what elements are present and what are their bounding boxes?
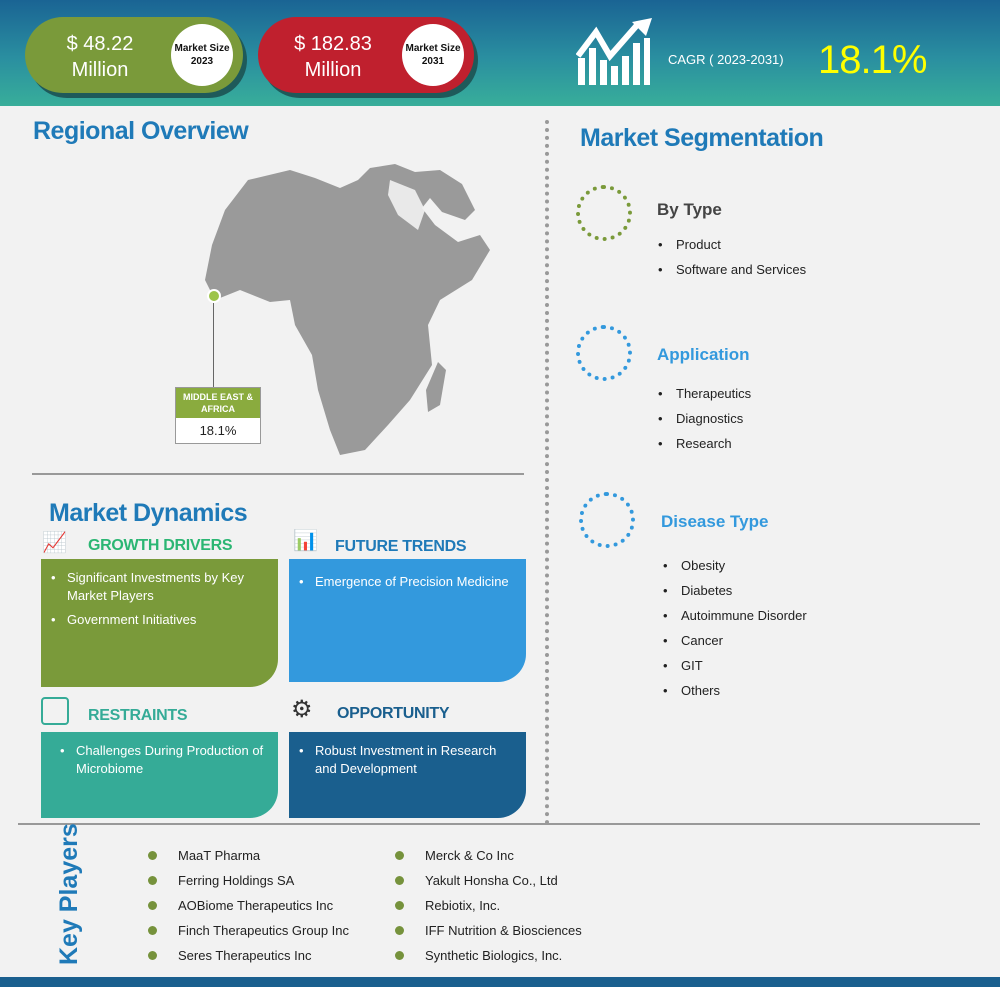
- future-trends-box: Emergence of Precision Medicine: [289, 559, 526, 682]
- application-list: Therapeutics Diagnostics Research: [658, 381, 751, 456]
- disease-type-list: Obesity Diabetes Autoimmune Disorder Can…: [663, 553, 807, 703]
- key-players-col2: Merck & Co Inc Yakult Honsha Co., Ltd Re…: [395, 843, 582, 968]
- application-title: Application: [657, 345, 750, 364]
- regional-overview-title: Regional Overview: [33, 117, 249, 145]
- growth-chart-icon: [576, 18, 652, 85]
- key-players-title: Key Players: [55, 823, 83, 965]
- list-item: Obesity: [663, 553, 807, 578]
- key-player: Merck & Co Inc: [395, 843, 582, 868]
- segmentation-title: Market Segmentation: [580, 124, 824, 152]
- key-players-col1: MaaT Pharma Ferring Holdings SA AOBiome …: [148, 843, 349, 968]
- list-item: Research: [658, 431, 751, 456]
- market-size-2031-label: Market Size 2031: [402, 24, 464, 86]
- by-type-list: Product Software and Services: [658, 232, 806, 282]
- list-item: Autoimmune Disorder: [663, 603, 807, 628]
- market-size-2023-label: Market Size 2023: [171, 24, 233, 86]
- list-item: GIT: [663, 653, 807, 678]
- market-size-2023-unit: Million: [71, 59, 129, 81]
- by-type-icon: [576, 185, 632, 241]
- list-item: Software and Services: [658, 257, 806, 282]
- key-player: AOBiome Therapeutics Inc: [148, 893, 349, 918]
- opportunity-box: Robust Investment in Research and Develo…: [289, 732, 526, 818]
- market-size-2023-value: $ 48.22: [66, 33, 134, 55]
- region-callout: MIDDLE EAST & AFRICA 18.1%: [175, 387, 261, 444]
- disease-type-icon: [579, 492, 635, 548]
- list-item: Diabetes: [663, 578, 807, 603]
- key-player: Finch Therapeutics Group Inc: [148, 918, 349, 943]
- region-marker[interactable]: [207, 289, 221, 303]
- region-cagr: 18.1%: [199, 423, 237, 438]
- list-item: Challenges During Production of Microbio…: [58, 742, 270, 778]
- list-item: Emergence of Precision Medicine: [297, 573, 518, 591]
- disease-type-title: Disease Type: [661, 512, 769, 531]
- list-item: Others: [663, 678, 807, 703]
- mea-map: [205, 164, 490, 455]
- footer-bar: [0, 977, 1000, 987]
- by-type-title: By Type: [657, 200, 722, 219]
- key-player: Yakult Honsha Co., Ltd: [395, 868, 582, 893]
- growth-drivers-icon: 📈: [42, 532, 67, 554]
- market-size-2031-unit: Million: [304, 59, 362, 81]
- list-item: Significant Investments by Key Market Pl…: [49, 569, 270, 605]
- restraints-title: RESTRAINTS: [88, 707, 188, 724]
- list-item: Cancer: [663, 628, 807, 653]
- cagr-label: CAGR ( 2023-2031): [668, 52, 784, 67]
- opportunity-gear-icon: ⚙: [291, 696, 313, 723]
- restraints-box: Challenges During Production of Microbio…: [41, 732, 278, 818]
- key-player: Synthetic Biologics, Inc.: [395, 943, 582, 968]
- opportunity-title: OPPORTUNITY: [337, 705, 450, 722]
- key-player: IFF Nutrition & Biosciences: [395, 918, 582, 943]
- key-player: Rebiotix, Inc.: [395, 893, 582, 918]
- divider: [32, 473, 524, 475]
- market-size-2031-value: $ 182.83: [294, 33, 372, 55]
- cagr-value: 18.1%: [818, 38, 927, 82]
- region-name: MIDDLE EAST & AFRICA: [176, 388, 260, 418]
- market-dynamics-title: Market Dynamics: [49, 499, 248, 527]
- growth-drivers-title: GROWTH DRIVERS: [88, 537, 233, 554]
- key-player: Ferring Holdings SA: [148, 868, 349, 893]
- future-trends-title: FUTURE TRENDS: [335, 538, 467, 555]
- restraints-icon: [41, 697, 69, 725]
- list-item: Government Initiatives: [49, 611, 270, 629]
- vertical-divider: [545, 120, 549, 825]
- list-item: Product: [658, 232, 806, 257]
- key-player: MaaT Pharma: [148, 843, 349, 868]
- list-item: Therapeutics: [658, 381, 751, 406]
- key-player: Seres Therapeutics Inc: [148, 943, 349, 968]
- marker-line: [213, 303, 214, 388]
- future-trends-icon: 📊: [293, 530, 318, 552]
- list-item: Diagnostics: [658, 406, 751, 431]
- list-item: Robust Investment in Research and Develo…: [297, 742, 518, 778]
- application-icon: [576, 325, 632, 381]
- growth-drivers-box: Significant Investments by Key Market Pl…: [41, 559, 278, 687]
- divider: [18, 823, 980, 825]
